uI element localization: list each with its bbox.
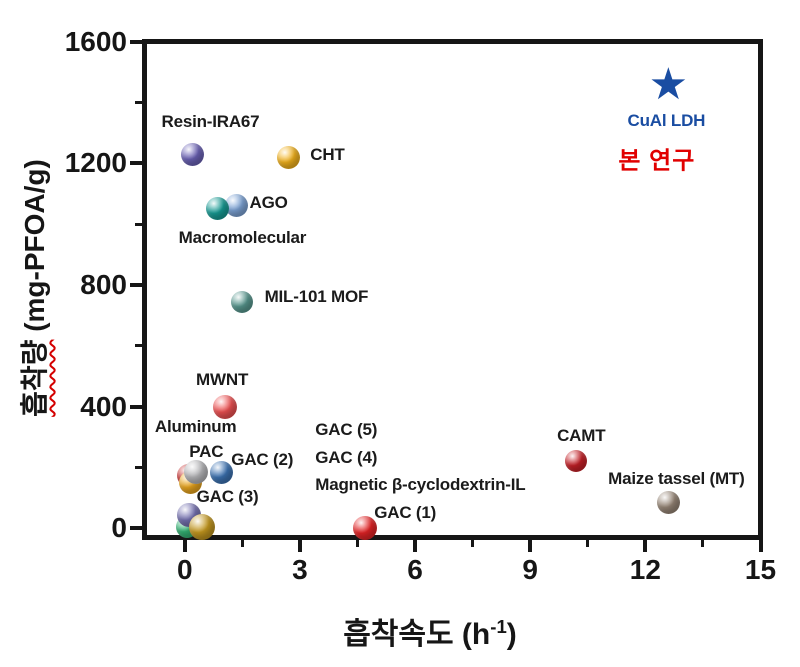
y-tick-label: 1600 <box>64 25 127 57</box>
x-tick-label: 15 <box>744 554 777 585</box>
data-point-resin-ira67 <box>180 142 204 166</box>
y-tick-label: 1200 <box>64 147 127 179</box>
x-major-tick <box>643 540 648 552</box>
floating-label: Magnetic β-cyclodextrin-IL <box>315 475 526 495</box>
x-minor-tick <box>356 540 359 547</box>
floating-label: GAC (4) <box>315 448 378 468</box>
x-major-tick <box>528 540 533 552</box>
data-point-label: Aluminum <box>154 417 237 437</box>
x-axis-title-pre: 흡착속도 (h <box>343 618 491 651</box>
x-minor-tick <box>701 540 705 547</box>
x-tick-label: 0 <box>177 554 193 585</box>
x-axis-title-post: ) <box>506 618 517 651</box>
data-point-pac <box>184 460 209 485</box>
y-minor-tick <box>135 344 142 348</box>
floating-label: GAC (5) <box>315 420 378 440</box>
data-point-label: MWNT <box>196 369 249 389</box>
data-point-maize-tassel-mt- <box>656 491 680 514</box>
data-point-label: CHT <box>310 145 345 165</box>
data-point-gac-2- <box>209 460 233 484</box>
data-point-camt <box>565 450 588 473</box>
data-point-gac-1- <box>353 516 378 541</box>
data-point-label: PAC <box>189 442 224 462</box>
y-tick-label: 0 <box>111 512 127 544</box>
data-point-label: Resin-IRA67 <box>161 112 260 132</box>
y-axis-title-unit: (mg-PFOA/g) <box>19 159 50 340</box>
x-axis-title-sup: -1 <box>490 616 507 637</box>
x-minor-tick <box>240 540 244 547</box>
y-minor-tick <box>135 466 142 469</box>
data-point-label: GAC (2) <box>231 450 294 470</box>
x-tick-label: 3 <box>292 554 308 585</box>
y-axis-title: 흡착량 (mg-PFOA/g) <box>13 159 53 417</box>
y-major-tick <box>130 404 142 409</box>
data-point-mwnt <box>213 394 238 419</box>
data-point-label: AGO <box>249 192 288 212</box>
x-tick-label: 12 <box>629 554 661 585</box>
study-annotation: 본 연구 <box>618 147 696 175</box>
data-point-mil-101-mof <box>231 290 254 313</box>
data-point-cht <box>276 145 300 169</box>
data-point-star-cual-ldh: ★ <box>648 60 689 110</box>
data-point-label: Maize tassel (MT) <box>608 468 745 488</box>
data-point-label: Macromolecular <box>178 227 307 247</box>
data-point-ago <box>225 194 249 218</box>
data-point-unlabeled-gold <box>189 513 216 540</box>
x-major-tick <box>413 540 418 552</box>
y-major-tick <box>130 161 142 166</box>
x-minor-tick <box>586 540 590 547</box>
data-point-macromolecular <box>205 197 229 221</box>
data-point-label: CAMT <box>557 426 606 446</box>
x-tick-label: 9 <box>522 554 539 585</box>
x-minor-tick <box>471 540 475 547</box>
x-major-tick <box>758 540 763 552</box>
data-point-label: MIL-101 MOF <box>264 286 369 306</box>
y-major-tick <box>130 526 142 531</box>
x-major-tick <box>297 540 302 552</box>
data-point-label: GAC (3) <box>196 486 259 506</box>
data-point-label: GAC (1) <box>374 503 437 523</box>
x-tick-label: 6 <box>407 554 423 585</box>
y-minor-tick <box>135 222 142 226</box>
x-major-tick <box>182 540 187 552</box>
y-major-tick <box>130 282 142 287</box>
y-axis-title-korean: 흡착량 <box>19 339 50 417</box>
x-axis-title: 흡착속도 (h-1) <box>343 609 517 653</box>
y-tick-label: 400 <box>80 390 127 422</box>
data-point-label: CuAl LDH <box>627 111 706 131</box>
y-major-tick <box>130 39 142 44</box>
plot-frame <box>142 39 763 540</box>
y-tick-label: 800 <box>80 268 127 300</box>
y-minor-tick <box>135 100 142 104</box>
